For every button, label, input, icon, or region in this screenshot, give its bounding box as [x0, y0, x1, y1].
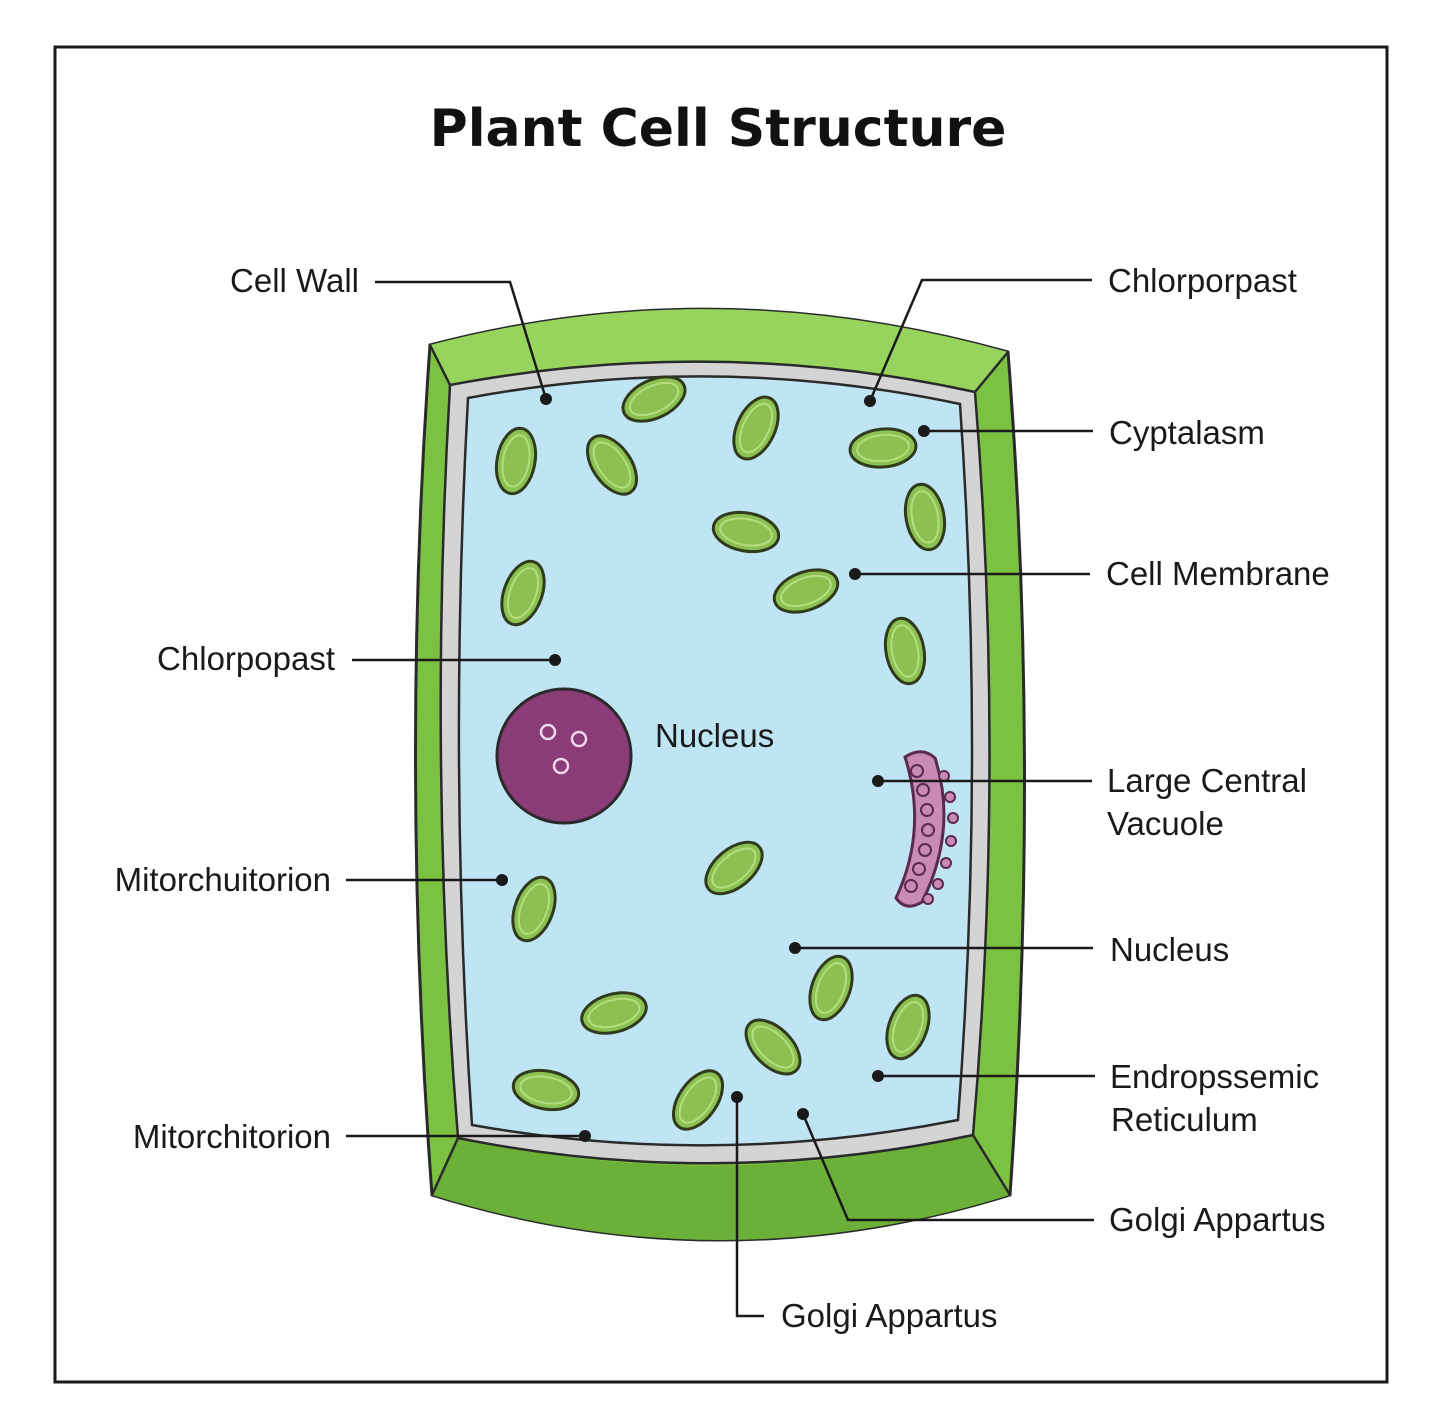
chloroplast [671, 1069, 725, 1131]
label-golgi-right: Golgi Appartus [1109, 1201, 1325, 1238]
cytoplasm [457, 375, 974, 1147]
label-cytoplasm: Cyptalasm [1109, 414, 1265, 451]
label-mitochondrion-left: Mitorchuitorion [115, 861, 331, 898]
label-cell-membrane: Cell Membrane [1106, 555, 1330, 592]
anchor-dot [549, 654, 561, 666]
label-nucleus-inline: Nucleus [655, 717, 774, 754]
anchor-dot [789, 942, 801, 954]
leader-golgi-right [801, 1113, 1094, 1222]
chloroplast [903, 482, 947, 552]
label-golgi-bottom: Golgi Appartus [781, 1297, 997, 1334]
nucleolus [552, 757, 570, 775]
labels: Cell Wall Chlorporpast Cyptalasm Cell Me… [115, 262, 1330, 1334]
anchor-dot [864, 395, 876, 407]
chloroplast [848, 427, 918, 469]
nucleolus [539, 723, 557, 741]
chloroplast [500, 559, 546, 627]
anchor-dot [496, 874, 508, 886]
chloroplast [772, 568, 840, 614]
anchor-dot [579, 1130, 591, 1142]
anchor-dot [849, 568, 861, 580]
chloroplast [711, 510, 781, 554]
diagram-title: Plant Cell Structure [430, 99, 1007, 159]
label-er-line1: Endropssemic [1110, 1058, 1319, 1095]
chloroplast [621, 375, 687, 423]
chloroplasts [494, 375, 947, 1131]
anchor-dot [872, 775, 884, 787]
label-vacuole-line2: Vacuole [1107, 805, 1224, 842]
label-vacuole-line1: Large Central [1107, 762, 1307, 799]
label-chloroplast-left: Chlorpopast [157, 640, 335, 677]
chloroplast [580, 991, 648, 1035]
anchor-dot [540, 393, 552, 405]
chloroplast [585, 434, 639, 496]
endoplasmic-reticulum [894, 750, 959, 908]
leader-lines [346, 278, 1095, 1318]
chloroplast [511, 875, 557, 943]
anchor-dot [918, 425, 930, 437]
chloroplast [883, 616, 927, 686]
nucleus [495, 687, 633, 825]
chloroplast [494, 426, 538, 496]
anchor-dot [797, 1108, 809, 1120]
label-mitochondrion-bottom-left: Mitorchitorion [133, 1118, 331, 1155]
chloroplast [511, 1068, 581, 1112]
leader-chloroplast-top-right [868, 278, 1092, 402]
chloroplast [732, 395, 780, 461]
chloroplast [704, 840, 764, 896]
anchor-dot [731, 1091, 743, 1103]
label-er-line2: Reticulum [1111, 1101, 1258, 1138]
leader-golgi-bottom [735, 1097, 764, 1318]
label-nucleus-right: Nucleus [1110, 931, 1229, 968]
chloroplast [808, 954, 854, 1022]
leader-cell-wall [375, 280, 548, 400]
chloroplast [744, 1018, 802, 1076]
chloroplast [885, 993, 931, 1061]
label-chloroplast-top-right: Chlorporpast [1108, 262, 1297, 299]
anchor-dot [872, 1070, 884, 1082]
label-cell-wall: Cell Wall [230, 262, 359, 299]
nucleolus [570, 730, 588, 748]
